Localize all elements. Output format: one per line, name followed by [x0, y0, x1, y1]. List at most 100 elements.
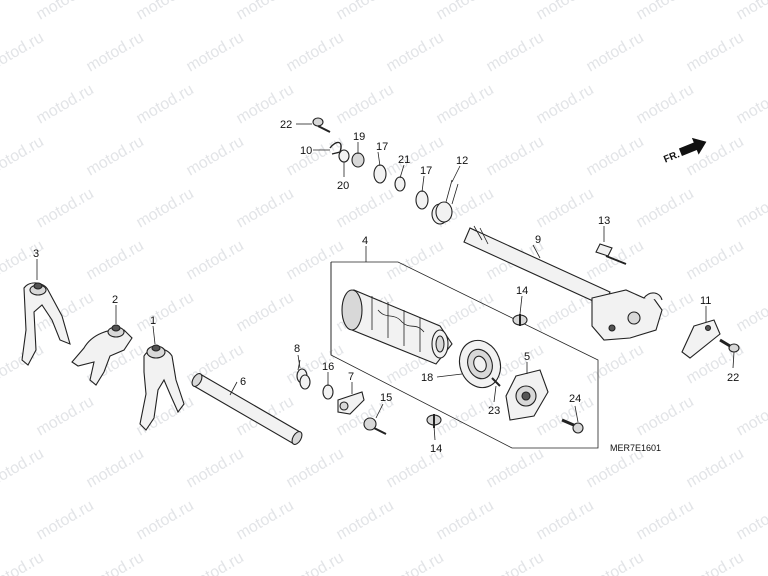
watermark-text: motod.ru	[734, 185, 768, 231]
watermark-text: motod.ru	[284, 133, 347, 179]
watermark-text: motod.ru	[384, 29, 447, 75]
watermark-text: motod.ru	[34, 0, 97, 23]
watermark-text: motod.ru	[284, 445, 347, 491]
watermark-text: motod.ru	[134, 497, 197, 543]
watermark-text: motod.ru	[0, 29, 47, 75]
watermark-text: motod.ru	[234, 497, 297, 543]
bearing	[458, 339, 502, 389]
callout-12: 12	[456, 155, 468, 167]
watermark-text: motod.ru	[484, 133, 547, 179]
callout-14-upper: 14	[516, 285, 528, 297]
spring-10	[329, 141, 342, 155]
watermark-text: motod.ru	[734, 393, 768, 439]
callout-23: 23	[488, 405, 500, 417]
watermark-text: motod.ru	[334, 81, 397, 127]
leader-lines	[36, 123, 735, 441]
watermark-text: motod.ru	[684, 29, 747, 75]
watermark-text: motod.ru	[734, 81, 768, 127]
callout-9: 9	[535, 234, 541, 246]
shift-fork-1	[139, 344, 185, 431]
collar-19	[351, 152, 365, 168]
watermark-text: motod.ru	[684, 445, 747, 491]
arrow-icon	[678, 137, 707, 156]
callout-10: 10	[300, 145, 312, 157]
watermark-text: motod.ru	[434, 81, 497, 127]
watermark-text: motod.ru	[684, 237, 747, 283]
watermark-text: motod.ru	[384, 133, 447, 179]
watermark-text: motod.ru	[34, 497, 97, 543]
callout-5: 5	[524, 351, 530, 363]
watermark-text: motod.ru	[584, 133, 647, 179]
watermark-text: motod.ru	[734, 497, 768, 543]
shift-drum	[341, 289, 453, 365]
watermark-text: motod.ru	[84, 29, 147, 75]
shift-shaft	[463, 225, 663, 341]
watermark-text: motod.ru	[584, 341, 647, 387]
washer-17a	[373, 164, 387, 184]
watermark-text: motod.ru	[84, 133, 147, 179]
watermark-text: motod.ru	[84, 237, 147, 283]
direction-label: FR.	[662, 149, 681, 165]
callout-2: 2	[112, 294, 118, 306]
watermark-text: motod.ru	[0, 445, 47, 491]
watermark-text: motod.ru	[334, 185, 397, 231]
bolt-15	[363, 417, 387, 435]
watermark-text: motod.ru	[484, 29, 547, 75]
watermark-text: motod.ru	[484, 445, 547, 491]
watermark-text: motod.ru	[184, 549, 247, 576]
guide-plate-11	[681, 319, 721, 359]
watermark-text: motod.ru	[334, 497, 397, 543]
watermark-text: motod.ru	[634, 0, 697, 23]
callout-8: 8	[294, 343, 300, 355]
watermark-text: motod.ru	[684, 549, 747, 576]
callout-18: 18	[421, 372, 433, 384]
watermark-text: motod.ru	[0, 549, 47, 576]
callout-22-right: 22	[727, 372, 739, 384]
watermark-text: motod.ru	[334, 0, 397, 23]
watermark-text: motod.ru	[434, 289, 497, 335]
callout-6: 6	[240, 376, 246, 388]
callout-3: 3	[33, 248, 39, 260]
watermark-text: motod.ru	[734, 289, 768, 335]
callout-15: 15	[380, 392, 392, 404]
watermark-text: motod.ru	[634, 393, 697, 439]
callout-14-lower: 14	[430, 443, 442, 455]
watermark-text: motod.ru	[134, 289, 197, 335]
watermark-text: motod.ru	[134, 0, 197, 23]
watermark-text: motod.ru	[434, 0, 497, 23]
watermark-text: motod.ru	[284, 237, 347, 283]
callout-19: 19	[353, 131, 365, 143]
watermark-text: motod.ru	[634, 81, 697, 127]
watermark-text: motod.ru	[734, 0, 768, 23]
pin-13	[595, 243, 627, 265]
watermark-text: motod.ru	[634, 185, 697, 231]
stopper-arm	[337, 391, 365, 415]
watermark-text: motod.ru	[284, 29, 347, 75]
bolt-24	[561, 418, 584, 434]
watermark-text: motod.ru	[134, 185, 197, 231]
dowel-pin	[491, 377, 501, 387]
watermark-text: motod.ru	[634, 497, 697, 543]
bolt-14-lower	[426, 414, 442, 428]
stopper-spring	[296, 359, 311, 390]
watermark-text: motod.ru	[84, 549, 147, 576]
callout-24: 24	[569, 393, 581, 405]
callout-16: 16	[322, 361, 334, 373]
watermark-text: motod.ru	[34, 185, 97, 231]
callout-17-a: 17	[376, 141, 388, 153]
watermark-text: motod.ru	[184, 237, 247, 283]
washer-16	[322, 384, 334, 400]
watermark-text: motod.ru	[234, 289, 297, 335]
watermark-text: motod.ru	[534, 0, 597, 23]
watermark-text: motod.ru	[234, 185, 297, 231]
watermark-text: motod.ru	[134, 81, 197, 127]
watermark-text: motod.ru	[534, 497, 597, 543]
diagram-code: MER7E1601	[610, 443, 661, 453]
watermark-text: motod.ru	[484, 549, 547, 576]
circlip-21	[394, 176, 406, 192]
watermark-text: motod.ru	[184, 445, 247, 491]
watermark-text: motod.ru	[534, 185, 597, 231]
watermark-text: motod.ru	[184, 29, 247, 75]
